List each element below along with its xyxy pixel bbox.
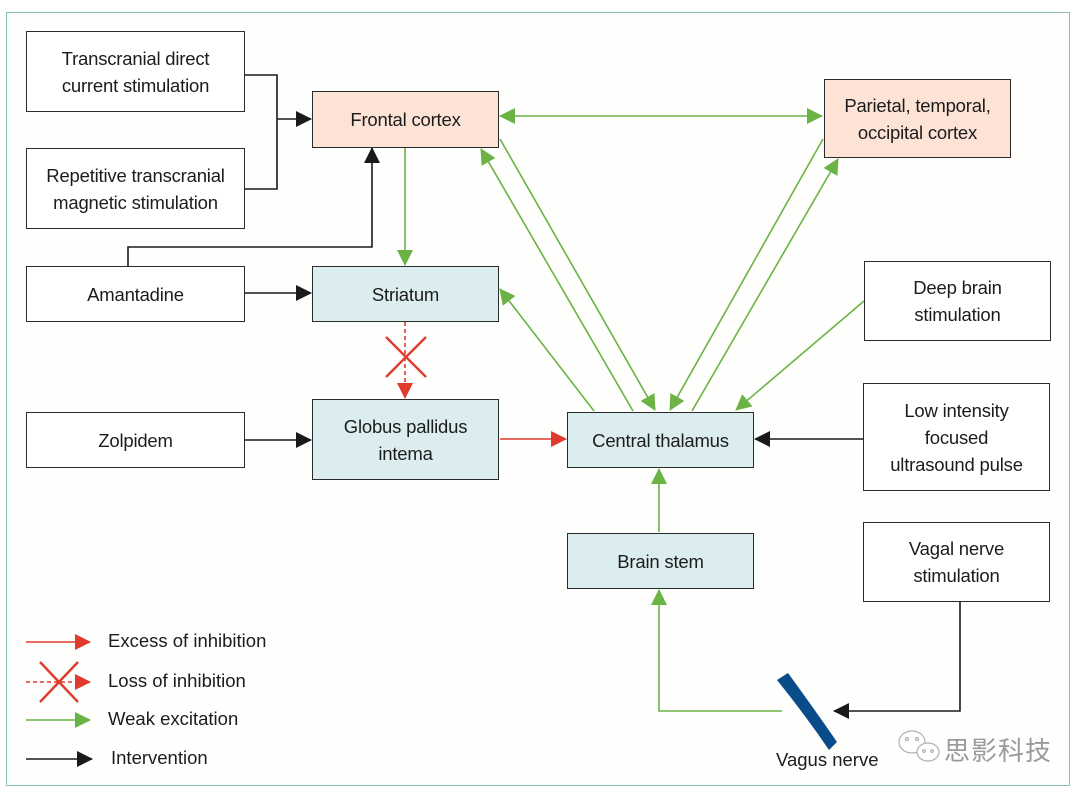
node-amantadine: Amantadine bbox=[26, 266, 245, 322]
node-zolpidem-label: Zolpidem bbox=[98, 429, 173, 451]
legend-label-loss-inhibition: Loss of inhibition bbox=[108, 670, 246, 691]
edge-dbs-to-thalamus bbox=[735, 300, 865, 411]
blocked-x-icon bbox=[385, 336, 427, 378]
node-dbs-label: Deep brain stimulation bbox=[913, 277, 1002, 325]
node-striatum: Striatum bbox=[312, 266, 499, 322]
node-striatum-label: Striatum bbox=[371, 283, 440, 305]
node-brain-stem: Brain stem bbox=[567, 533, 754, 589]
node-central-thalamus: Central thalamus bbox=[567, 412, 754, 468]
legend-label-intervention: Intervention bbox=[111, 747, 208, 768]
edge-tdcs-to-frontal bbox=[244, 74, 278, 119]
node-globus-pallidus: Globus pallidus intema bbox=[312, 399, 499, 480]
node-rtms: Repetitive transcranial magnetic stimula… bbox=[26, 148, 245, 229]
edge-frontal-to-thalamus bbox=[499, 138, 656, 411]
node-lifu: Low intensity focused ultrasound pulse bbox=[863, 383, 1050, 491]
node-vns-label: Vagal nerve stimulation bbox=[908, 538, 1005, 586]
edge-vns-to-vagus bbox=[833, 601, 961, 719]
vagus-nerve-icon bbox=[777, 673, 837, 750]
legend-swatch-loss-inhibition bbox=[26, 661, 91, 703]
edge-thalamus-to-parietal bbox=[691, 158, 839, 412]
edge-thalamus-to-frontal bbox=[480, 148, 634, 412]
node-dbs: Deep brain stimulation bbox=[864, 261, 1051, 341]
node-tdcs: Transcranial direct current stimulation bbox=[26, 31, 245, 112]
node-central-thalamus-label: Central thalamus bbox=[592, 429, 729, 451]
node-globus-pallidus-label: Globus pallidus intema bbox=[343, 415, 468, 464]
node-amantadine-label: Amantadine bbox=[87, 283, 184, 305]
watermark-text: 思影科技 bbox=[944, 736, 1053, 766]
node-parietal-cortex: Parietal, temporal, occipital cortex bbox=[824, 79, 1011, 158]
node-vns: Vagal nerve stimulation bbox=[863, 522, 1050, 602]
vagus-nerve-label: Vagus nerve bbox=[776, 749, 879, 770]
node-frontal-cortex: Frontal cortex bbox=[312, 91, 499, 148]
edge-amantadine-to-frontal bbox=[127, 147, 380, 266]
node-parietal-cortex-label: Parietal, temporal, occipital cortex bbox=[844, 94, 991, 143]
node-brain-stem-label: Brain stem bbox=[617, 550, 704, 572]
edge-parietal-to-thalamus bbox=[669, 138, 824, 411]
edge-thalamus-to-striatum bbox=[499, 288, 595, 412]
legend-label-excess-inhibition: Excess of inhibition bbox=[108, 630, 267, 651]
legend-label-weak-excitation: Weak excitation bbox=[108, 708, 239, 729]
node-zolpidem: Zolpidem bbox=[26, 412, 245, 468]
node-tdcs-label: Transcranial direct current stimulation bbox=[61, 47, 210, 96]
node-lifu-label: Low intensity focused ultrasound pulse bbox=[890, 399, 1023, 475]
edge-rtms-to-frontal bbox=[244, 119, 278, 190]
node-rtms-label: Repetitive transcranial magnetic stimula… bbox=[46, 164, 225, 213]
wechat-icon bbox=[898, 730, 940, 762]
node-frontal-cortex-label: Frontal cortex bbox=[350, 109, 461, 130]
edge-vagus-to-brainstem bbox=[651, 589, 782, 712]
